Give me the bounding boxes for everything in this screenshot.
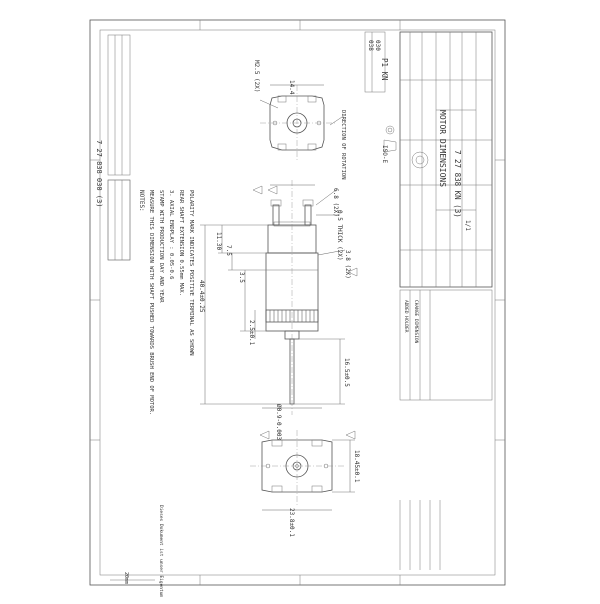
note-3: 3. AXIAL ENDPLAY : 0.05-0.6 [168, 190, 174, 279]
dim-top-width: 14.4 [288, 80, 295, 95]
dim-h-3: 3.5 [238, 272, 245, 283]
project-code: P1 KN [380, 58, 389, 81]
dim-bottom-width: 23.8±0.1 [288, 508, 295, 537]
notes-block: NOTES: MEASURE THIS DIMENSION WITH SHAFT… [138, 190, 194, 415]
legal-lines [399, 500, 441, 570]
dim-mount-holes: M2.5 (2X) [253, 60, 260, 93]
note-5: POLARITY MARK INDICATES POSITIVE TERMINA… [188, 190, 194, 356]
side-view: 40.4±0.25 11.30 7.5 3.5 2.5±0.1 6.8 (2X)… [198, 180, 358, 441]
dim-terminal-3: 3.8 (2X) [344, 250, 351, 279]
scale: 1/1 [464, 220, 471, 231]
company-logo-icon [411, 151, 429, 169]
projection-symbol-icon [383, 125, 397, 153]
projection-label: ISO-E [381, 145, 388, 163]
dim-shaft-diameter: Ø0.9-0.003 [275, 404, 282, 441]
scale-bar-label: 20mm [123, 572, 129, 584]
note-flags [252, 185, 358, 440]
dim-terminal-2: 0.5 THICK (2X) [336, 210, 343, 261]
frame-ticks [90, 20, 505, 585]
drawing-number: 7 27 838 KN (3) [453, 150, 462, 218]
code-b: 030 [374, 40, 381, 51]
revision-row-2: CHANGE DIMENSION [413, 300, 419, 344]
inner-frame [99, 29, 496, 576]
revision-row-1: ADDED HOLDER [403, 300, 409, 333]
dim-bottom-height: 18.45±0.1 [353, 450, 360, 483]
bottom-end-view: 23.8±0.1 18.45±0.1 [250, 430, 360, 537]
note-2: STAMP WITH PRODUCTION DAY AND YEAR [158, 190, 164, 303]
note-4: REAR SHAFT EXTENSION 0.55mm MAX. [178, 190, 184, 296]
drawing-title: MOTOR DIMENSIONS [438, 110, 447, 187]
dim-h-7: 7.5 [225, 245, 232, 256]
outer-frame [89, 19, 506, 586]
dim-h-11: 11.30 [215, 232, 222, 250]
header-number: 7 27 838 030 (3) [95, 140, 103, 207]
top-end-view: 14.4 M2.5 (2X) DIRECTION OF ROTATION [253, 60, 346, 180]
dim-h-2: 2.5±0.1 [248, 320, 255, 346]
revision-table: ADDED HOLDER CHANGE DIMENSION [399, 289, 493, 401]
dim-overall: 40.4±0.25 [198, 280, 205, 313]
footer-note: Dieses Dokument ist unser Eigentum [158, 505, 164, 597]
dim-shaft-length: 16.5±0.5 [343, 358, 350, 387]
dim-terminal-1: 6.8 (2X) [332, 188, 339, 217]
notes-heading: NOTES: [138, 190, 145, 212]
left-tables [107, 34, 131, 261]
title-block: MOTOR DIMENSIONS 7 27 838 KN (3) P1 KN 0… [364, 31, 493, 288]
code-a: 038 [367, 40, 374, 51]
rotation-label: DIRECTION OF ROTATION [340, 110, 346, 180]
note-1: MEASURE THIS DIMENSION WITH SHAFT PUSHED… [148, 190, 154, 415]
